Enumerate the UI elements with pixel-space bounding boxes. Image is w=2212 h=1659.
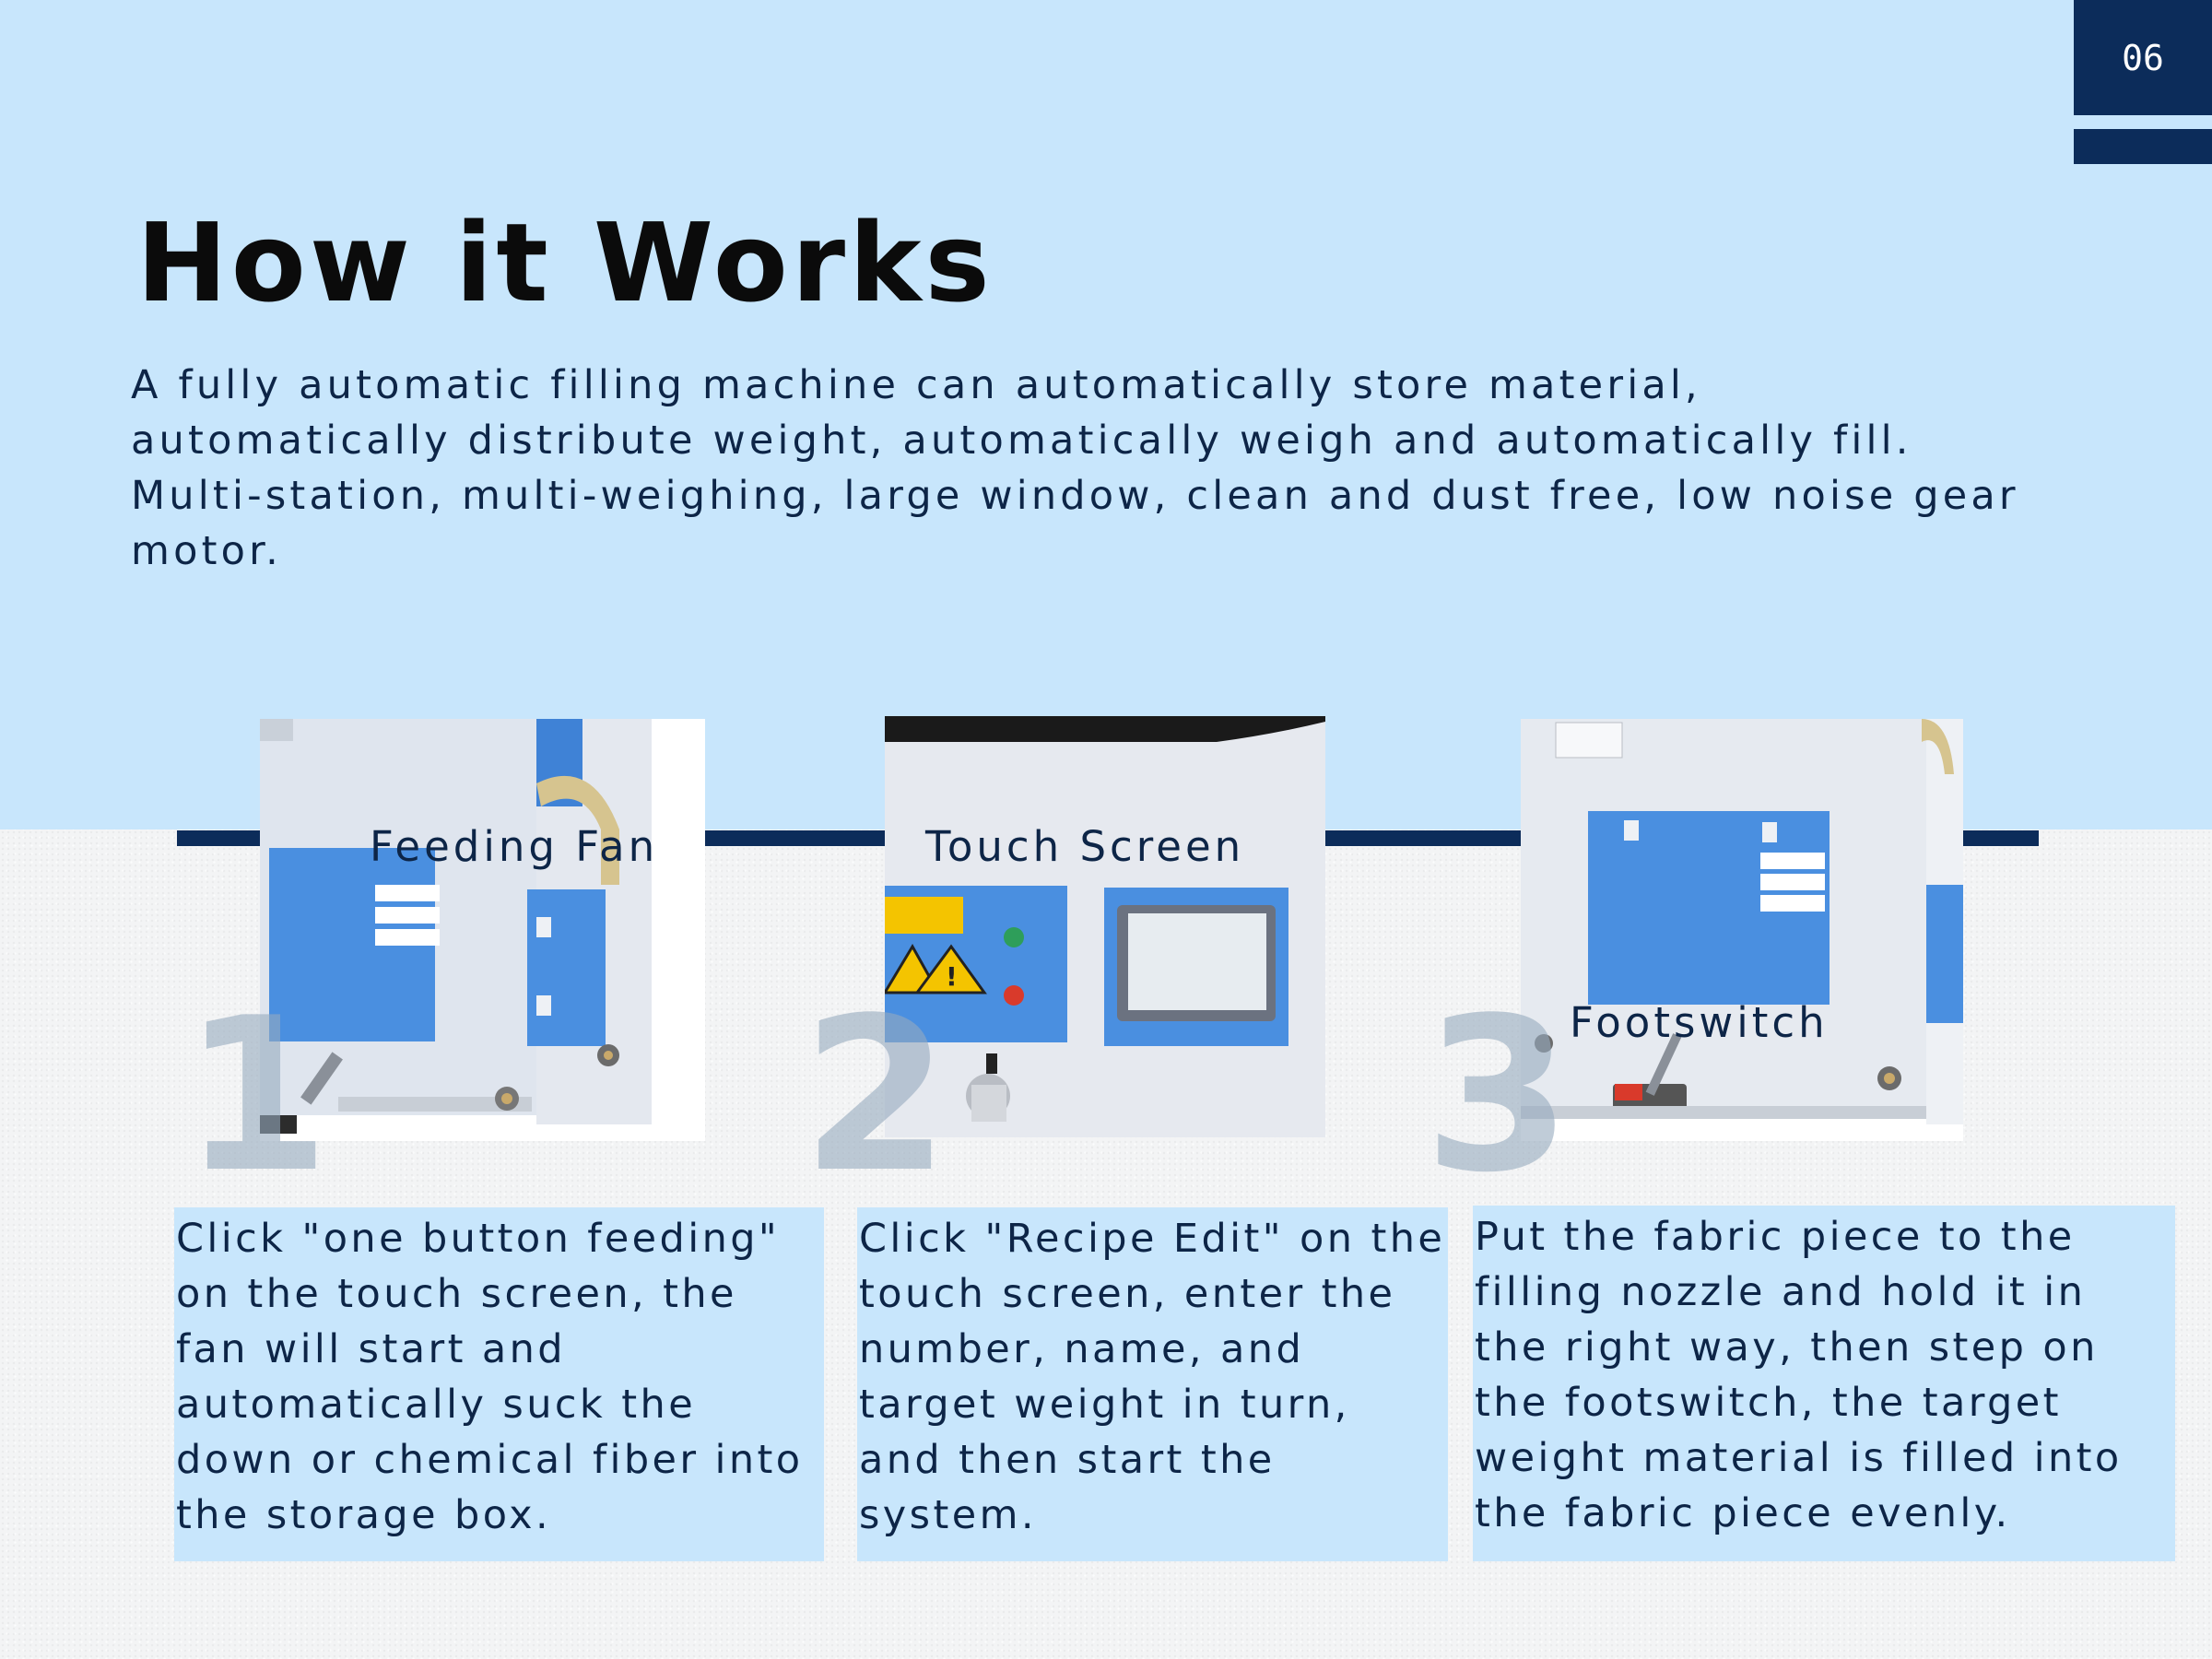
feature-label-footswitch: Footswitch: [1570, 998, 1829, 1047]
feature-label-feeding-fan: Feeding Fan: [370, 822, 659, 871]
intro-paragraph: A fully automatic filling machine can au…: [131, 362, 2019, 574]
page-number: 06: [2122, 37, 2164, 78]
footswitch-photo: [1521, 719, 1963, 1141]
page-title: How it Works: [136, 199, 994, 326]
step-number-2: 2: [802, 973, 950, 1219]
step-number-1: 1: [182, 973, 331, 1219]
feature-label-touch-screen: Touch Screen: [925, 822, 1245, 871]
step-3-description: Put the fabric piece to the filling nozz…: [1473, 1206, 2175, 1561]
step-number-3: 3: [1424, 973, 1572, 1219]
step-1-description: Click "one button feeding" on the touch …: [174, 1207, 824, 1561]
feeding-fan-photo: [260, 719, 705, 1141]
touch-screen-photo: !: [885, 716, 1325, 1137]
svg-text:!: !: [946, 961, 958, 992]
header-background: [0, 0, 2212, 830]
step-2-description: Click "Recipe Edit" on the touch screen,…: [857, 1207, 1448, 1561]
page-badge-bar: [2074, 129, 2212, 164]
page-number-badge: 06: [2074, 0, 2212, 115]
